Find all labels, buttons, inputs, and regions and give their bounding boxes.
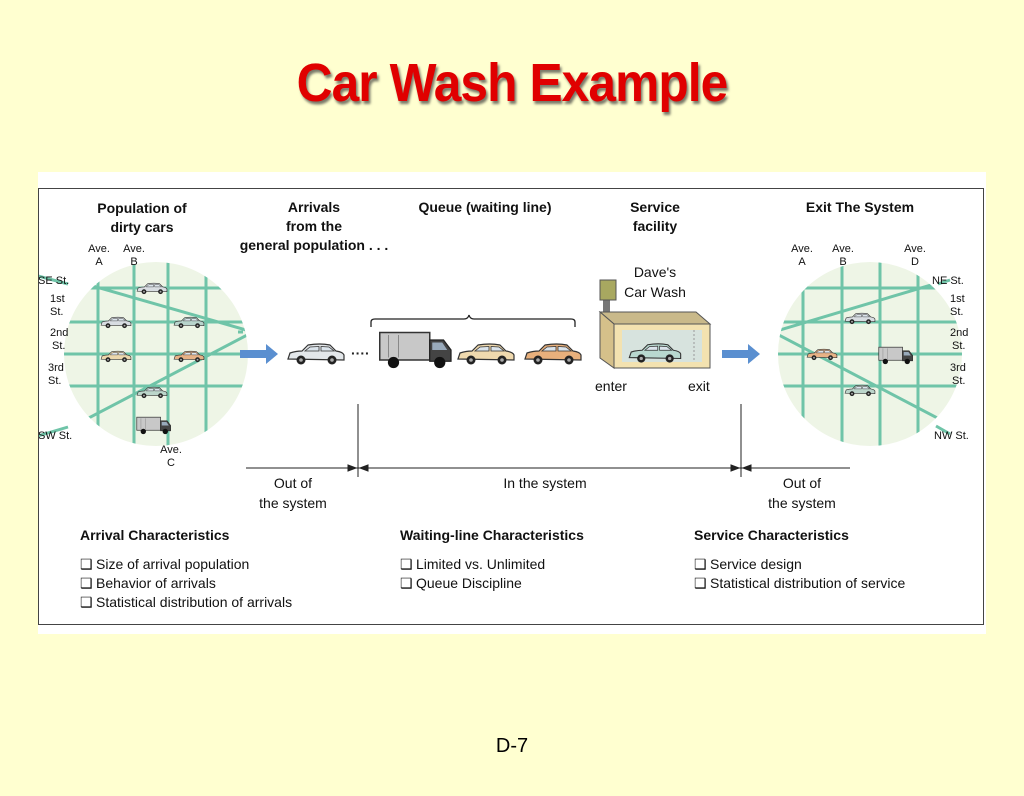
service-characteristics-heading: Service Characteristics	[694, 527, 849, 543]
timeline-labels: Out of the system In the system Out of t…	[259, 475, 836, 511]
right-street-2nd-line1: 2nd	[950, 327, 968, 339]
arrival-item: Behavior of arrivals	[96, 575, 216, 591]
left-street-sw: SW St.	[38, 430, 72, 442]
left-population-map	[37, 262, 248, 446]
column-headers: Population of dirty cars Arrivals from t…	[97, 199, 914, 253]
right-map-labels: Ave. A Ave. B Ave. D NE St. 1st St. 2nd …	[791, 243, 969, 442]
queue-car	[457, 343, 515, 366]
queue-brace	[370, 314, 576, 327]
car-wash-building	[598, 279, 712, 369]
right-exit-map	[778, 262, 962, 446]
header-service-line2: facility	[633, 218, 678, 234]
waiting-line-characteristics-heading: Waiting-line Characteristics	[400, 527, 584, 543]
left-street-2nd-line2: St.	[52, 340, 65, 352]
left-street-2nd-line1: 2nd	[50, 327, 68, 339]
left-street-3rd-line2: St.	[48, 375, 61, 387]
right-street-nw: NW St.	[934, 430, 969, 442]
checkbox-icon: ❑	[400, 556, 413, 572]
left-street-se: SE St.	[38, 275, 69, 287]
right-ave-a-line2: A	[798, 256, 806, 268]
left-ave-b-line1: Ave.	[123, 243, 145, 255]
timeline-left-line2: the system	[259, 495, 327, 511]
right-street-3rd-line1: 3rd	[950, 362, 966, 374]
left-ave-c-line1: Ave.	[160, 444, 182, 456]
right-street-ne: NE St.	[932, 275, 964, 287]
waiting-line-item: Queue Discipline	[416, 575, 522, 591]
diagram-panel: Population of dirty cars Arrivals from t…	[37, 172, 986, 634]
left-ave-a-line2: A	[95, 256, 103, 268]
flow-arrow-icon	[240, 344, 278, 364]
right-ave-d-line2: D	[911, 256, 919, 268]
timeline-right-line1: Out of	[783, 475, 821, 491]
arriving-car	[287, 343, 345, 366]
header-arrivals-line2: from the	[286, 218, 342, 234]
checkbox-icon: ❑	[80, 575, 93, 591]
service-item: Service design	[710, 556, 802, 572]
characteristics: Arrival Characteristics ❑ Size of arriva…	[80, 527, 906, 610]
service-item: Statistical distribution of service	[710, 575, 906, 591]
header-population-line2: dirty cars	[110, 219, 173, 235]
checkbox-icon: ❑	[694, 556, 707, 572]
header-service-line1: Service	[630, 199, 680, 215]
sign-board	[599, 279, 617, 301]
right-ave-b-line2: B	[839, 256, 846, 268]
queue-truck	[378, 331, 452, 369]
left-ave-b-line2: B	[130, 256, 137, 268]
right-street-2nd-line2: St.	[952, 340, 965, 352]
left-street-1st-line2: St.	[50, 306, 63, 318]
arrival-item: Statistical distribution of arrivals	[96, 594, 292, 610]
timeline-left-line1: Out of	[274, 475, 312, 491]
timeline-middle: In the system	[503, 475, 586, 491]
system-timeline	[246, 404, 850, 477]
left-street-1st-line1: 1st	[50, 293, 65, 305]
queue-car	[524, 343, 582, 366]
facility-enter-label: enter	[595, 378, 627, 394]
header-arrivals-line3: general population . . .	[240, 237, 389, 253]
checkbox-icon: ❑	[80, 594, 93, 610]
facility-exit-label: exit	[688, 378, 710, 394]
right-ave-d-line1: Ave.	[904, 243, 926, 255]
right-street-1st-line1: 1st	[950, 293, 965, 305]
slide-title: Car Wash Example	[296, 53, 729, 113]
right-ave-a-line1: Ave.	[791, 243, 813, 255]
facility-name-line2: Car Wash	[624, 284, 686, 300]
flow-arrow-icon	[722, 344, 760, 364]
checkbox-icon: ❑	[694, 575, 707, 591]
left-map-labels: Ave. A Ave. B SE St. 1st St. 2nd St. 3rd…	[38, 243, 182, 469]
arrival-characteristics-heading: Arrival Characteristics	[80, 527, 230, 543]
waiting-line-item: Limited vs. Unlimited	[416, 556, 545, 572]
header-arrivals-line1: Arrivals	[288, 199, 340, 215]
queueing-diagram: Population of dirty cars Arrivals from t…	[37, 199, 969, 610]
arrival-item: Size of arrival population	[96, 556, 249, 572]
header-population-line1: Population of	[97, 200, 187, 216]
right-street-3rd-line2: St.	[952, 375, 965, 387]
left-ave-a-line1: Ave.	[88, 243, 110, 255]
page-number: D-7	[495, 735, 529, 757]
facility-name-line1: Dave's	[634, 264, 676, 280]
checkbox-icon: ❑	[400, 575, 413, 591]
timeline-right-line2: the system	[768, 495, 836, 511]
right-ave-b-line1: Ave.	[832, 243, 854, 255]
right-street-1st-line2: St.	[950, 306, 963, 318]
left-ave-c-line2: C	[167, 457, 175, 469]
checkbox-icon: ❑	[80, 556, 93, 572]
header-queue: Queue (waiting line)	[418, 199, 551, 215]
left-street-3rd-line1: 3rd	[48, 362, 64, 374]
queue-dots: ····	[351, 345, 370, 361]
header-exit: Exit The System	[806, 199, 914, 215]
